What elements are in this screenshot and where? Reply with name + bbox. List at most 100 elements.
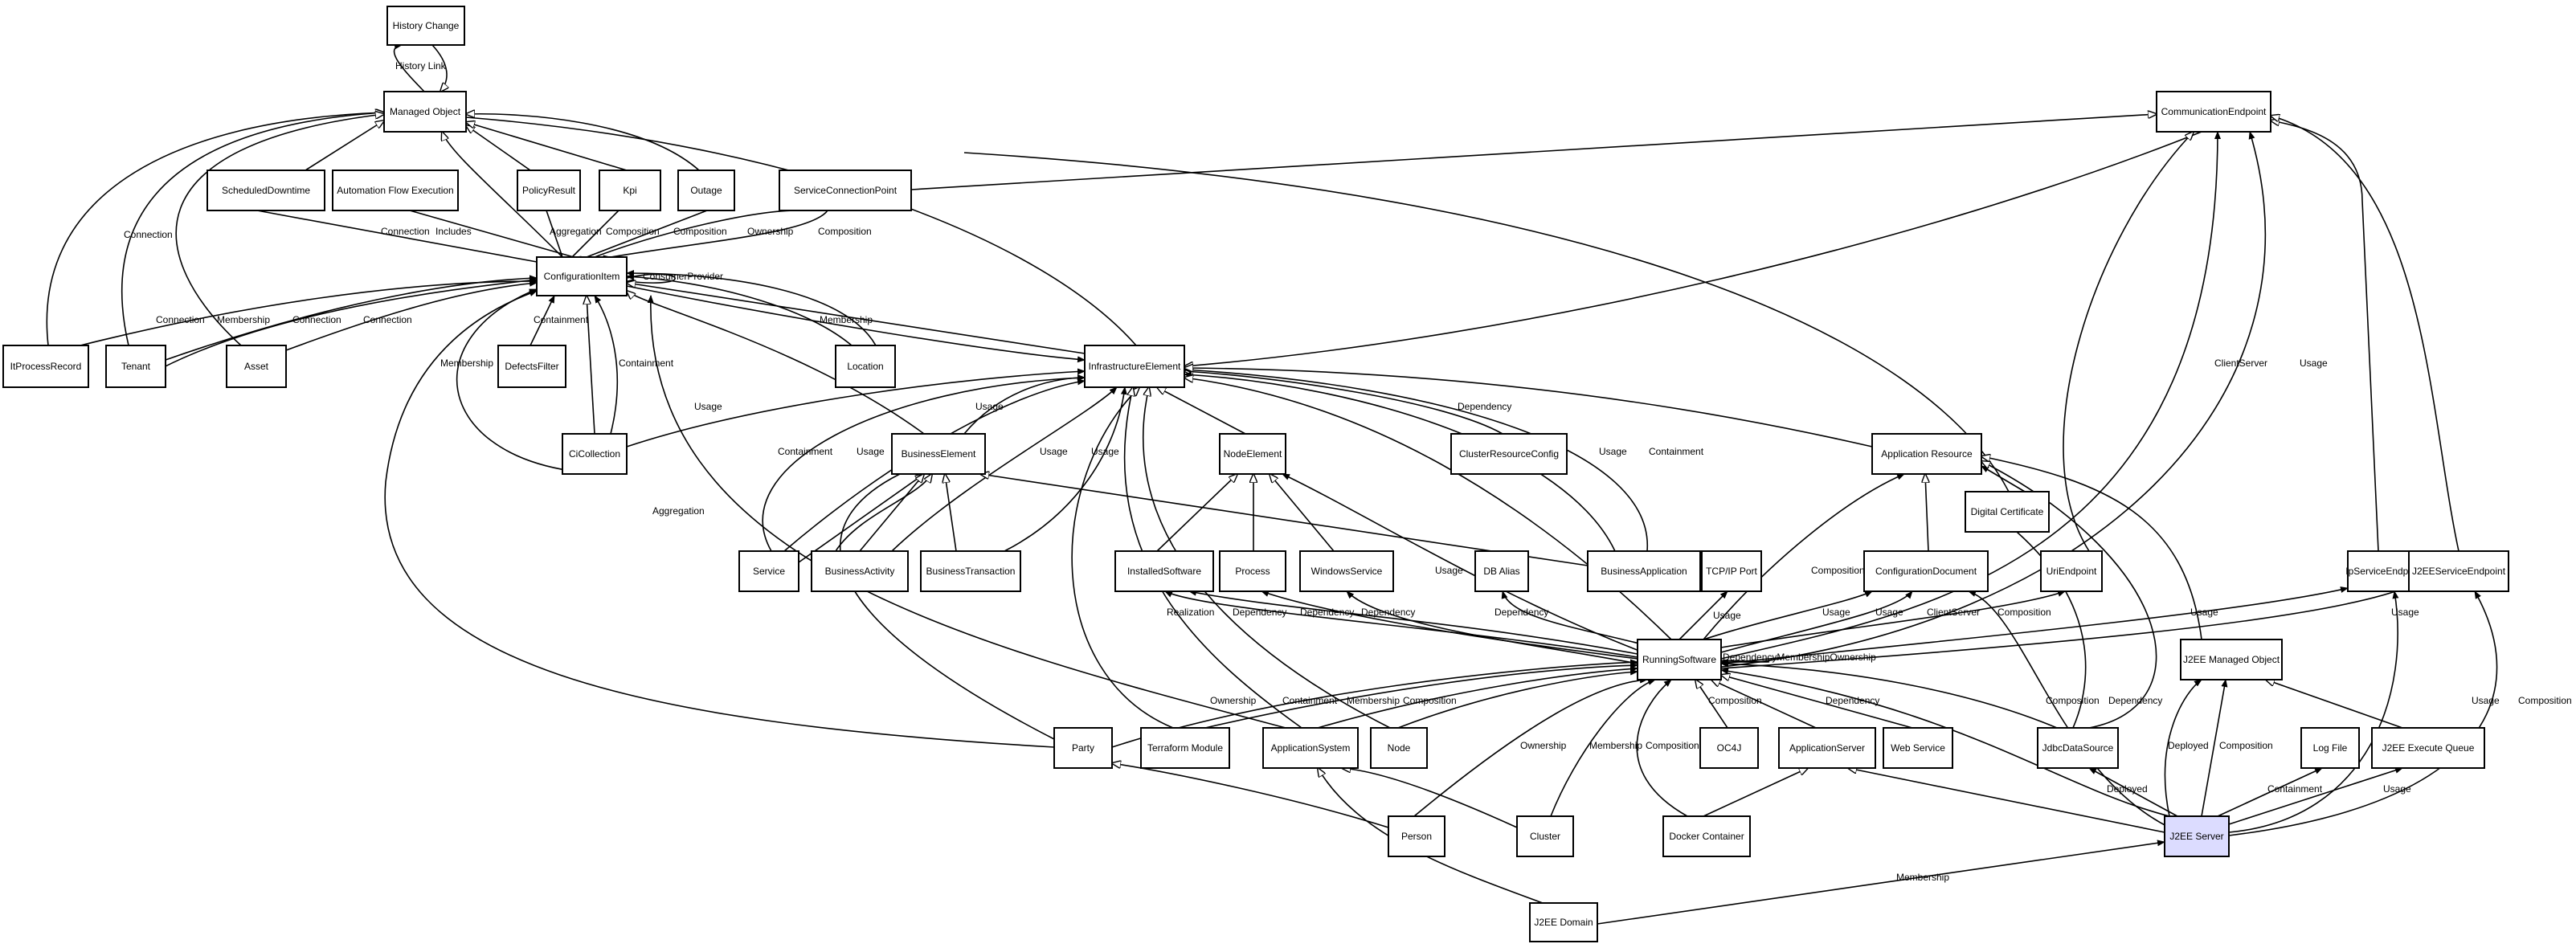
node-application-system[interactable]: ApplicationSystem <box>1262 727 1359 769</box>
node-node-element[interactable]: NodeElement <box>1219 433 1286 475</box>
web-service-running-sw-edge <box>1721 675 1913 729</box>
node-label: Managed Object <box>390 106 461 117</box>
node-cluster[interactable]: Cluster <box>1516 815 1574 857</box>
location-ci-edge <box>626 273 853 346</box>
node-terraform-module[interactable]: Terraform Module <box>1140 727 1230 769</box>
node-label: ConfigurationItem <box>544 271 620 282</box>
application-server-running-sw-edge <box>1711 680 1817 729</box>
j2ee-server-application-server-edge <box>1848 768 2165 833</box>
node-location[interactable]: Location <box>835 345 896 388</box>
node-service-connection-point[interactable]: ServiceConnectionPoint <box>779 170 912 211</box>
usage-label-10: Usage <box>1822 607 1850 618</box>
node-label: BusinessActivity <box>825 566 895 577</box>
outage-edge <box>466 114 700 171</box>
node-configuration-document[interactable]: ConfigurationDocument <box>1863 550 1989 592</box>
node-label: Terraform Module <box>1147 742 1223 754</box>
node-j2ee-server[interactable]: J2EE Server <box>2164 815 2230 857</box>
node-person[interactable]: Person <box>1388 815 1445 857</box>
node-running-software[interactable]: RunningSoftware <box>1637 639 1722 680</box>
node-application-resource[interactable]: Application Resource <box>1871 433 1982 475</box>
node-j2ee-execute-queue[interactable]: J2EE Execute Queue <box>2371 727 2485 769</box>
j2ee-server-log-file-edge <box>2217 767 2323 817</box>
usage-label-1: Usage <box>694 401 722 412</box>
business-txn-infra-edge <box>1004 386 1127 552</box>
node-j2ee-managed-object[interactable]: J2EE Managed Object <box>2180 639 2283 680</box>
docker-application-server-edge <box>1703 768 1808 817</box>
node-infrastructure-element[interactable]: InfrastructureElement <box>1084 345 1185 388</box>
composition-label-1: Composition <box>606 226 660 237</box>
node-cluster-resource-config[interactable]: ClusterResourceConfig <box>1450 433 1568 475</box>
infra-ci-edge <box>627 283 1086 354</box>
membership-label-6: Membership <box>1896 872 1949 883</box>
usage-label-8: Usage <box>1435 565 1463 576</box>
node-label: Kpi <box>623 185 636 196</box>
node-history-change[interactable]: History Change <box>386 6 465 46</box>
node-it-process-record[interactable]: ItProcessRecord <box>2 345 89 388</box>
node-j2ee-domain[interactable]: J2EE Domain <box>1529 902 1598 942</box>
business-app-infra-edge <box>1184 371 1616 552</box>
node-ci-collection[interactable]: CiCollection <box>562 433 628 475</box>
node-business-transaction[interactable]: BusinessTransaction <box>920 550 1021 592</box>
node-kpi[interactable]: Kpi <box>599 170 661 211</box>
node-oc4j[interactable]: OC4J <box>1699 727 1759 769</box>
node-service[interactable]: Service <box>738 550 799 592</box>
containment-label-6: Containment <box>2267 783 2323 795</box>
node-j2ee-service-endpoint[interactable]: J2EEServiceEndpoint <box>2408 550 2509 592</box>
party-running-sw-edge <box>1111 659 1638 748</box>
node-scheduled-downtime[interactable]: ScheduledDowntime <box>206 170 325 211</box>
connection-label-4: Connection <box>363 314 412 325</box>
dependency-label-4: Dependency <box>1361 607 1415 618</box>
node-label: JdbcDataSource <box>2042 742 2114 754</box>
policy-result-edge <box>466 125 531 171</box>
node-process[interactable]: Process <box>1219 550 1286 592</box>
ci-scp-comp-edge <box>603 210 828 262</box>
node-node[interactable]: Node <box>1370 727 1428 769</box>
j2ee-server-config-doc-edge <box>1968 590 2170 828</box>
ci-collection-infra-edge <box>626 368 1086 447</box>
node-party[interactable]: Party <box>1053 727 1113 769</box>
commend-infra-edge <box>1184 131 2202 366</box>
node-configuration-item[interactable]: ConfigurationItem <box>536 256 628 296</box>
node-windows-service[interactable]: WindowsService <box>1299 550 1394 592</box>
running-sw-ip-service-edge <box>1720 586 2349 664</box>
node-asset[interactable]: Asset <box>226 345 287 388</box>
node-tenant[interactable]: Tenant <box>105 345 166 388</box>
running-sw-installed-sw-edge <box>1164 590 1638 658</box>
node-label: Cluster <box>1530 831 1560 842</box>
usage-label-5: Usage <box>1091 446 1119 457</box>
composition-label-7: Composition <box>1708 695 1762 706</box>
node-business-activity[interactable]: BusinessActivity <box>811 550 909 592</box>
node-application-server[interactable]: ApplicationServer <box>1778 727 1876 769</box>
it-process-ci-edge <box>80 278 538 346</box>
running-sw-uri-edge <box>1720 590 2066 648</box>
node-docker-container[interactable]: Docker Container <box>1662 815 1751 857</box>
node-uri-endpoint[interactable]: UriEndpoint <box>2040 550 2103 592</box>
node-db-alias[interactable]: DB Alias <box>1474 550 1529 592</box>
node-outage[interactable]: Outage <box>677 170 735 211</box>
node-managed-object[interactable]: Managed Object <box>383 91 467 133</box>
node-label: UriEndpoint <box>2046 566 2097 577</box>
business-activity-business-edge <box>859 474 924 552</box>
node-business-application[interactable]: BusinessApplication <box>1587 550 1701 592</box>
node-log-file[interactable]: Log File <box>2300 727 2360 769</box>
business-element-party-edge <box>840 473 1055 740</box>
node-digital-certificate[interactable]: Digital Certificate <box>1965 491 2050 533</box>
node-policy-result[interactable]: PolicyResult <box>517 170 581 211</box>
node-label: RunningSoftware <box>1642 654 1716 665</box>
node-jdbc-data-source[interactable]: JdbcDataSource <box>2037 727 2119 769</box>
node-label: J2EE Server <box>2169 831 2223 842</box>
node-label: Digital Certificate <box>1971 506 2044 517</box>
node-label: Party <box>1072 742 1094 754</box>
oc4j-running-sw-edge <box>1695 680 1728 729</box>
node-communication-endpoint[interactable]: CommunicationEndpoint <box>2156 91 2271 133</box>
node-automation-flow-execution[interactable]: Automation Flow Execution <box>332 170 459 211</box>
terraform-infra-edge <box>1071 387 1174 729</box>
cluster-resource-infra-edge <box>1184 371 1503 435</box>
node-tcp-ip-port[interactable]: TCP/IP Port <box>1701 550 1762 592</box>
node-web-service[interactable]: Web Service <box>1883 727 1953 769</box>
node-defects-filter[interactable]: DefectsFilter <box>497 345 566 388</box>
node-business-element[interactable]: BusinessElement <box>891 433 986 475</box>
ci-automation-edge <box>409 210 582 263</box>
node-installed-software[interactable]: InstalledSoftware <box>1114 550 1214 592</box>
node-label: IpServiceEndpoint <box>2345 566 2424 577</box>
